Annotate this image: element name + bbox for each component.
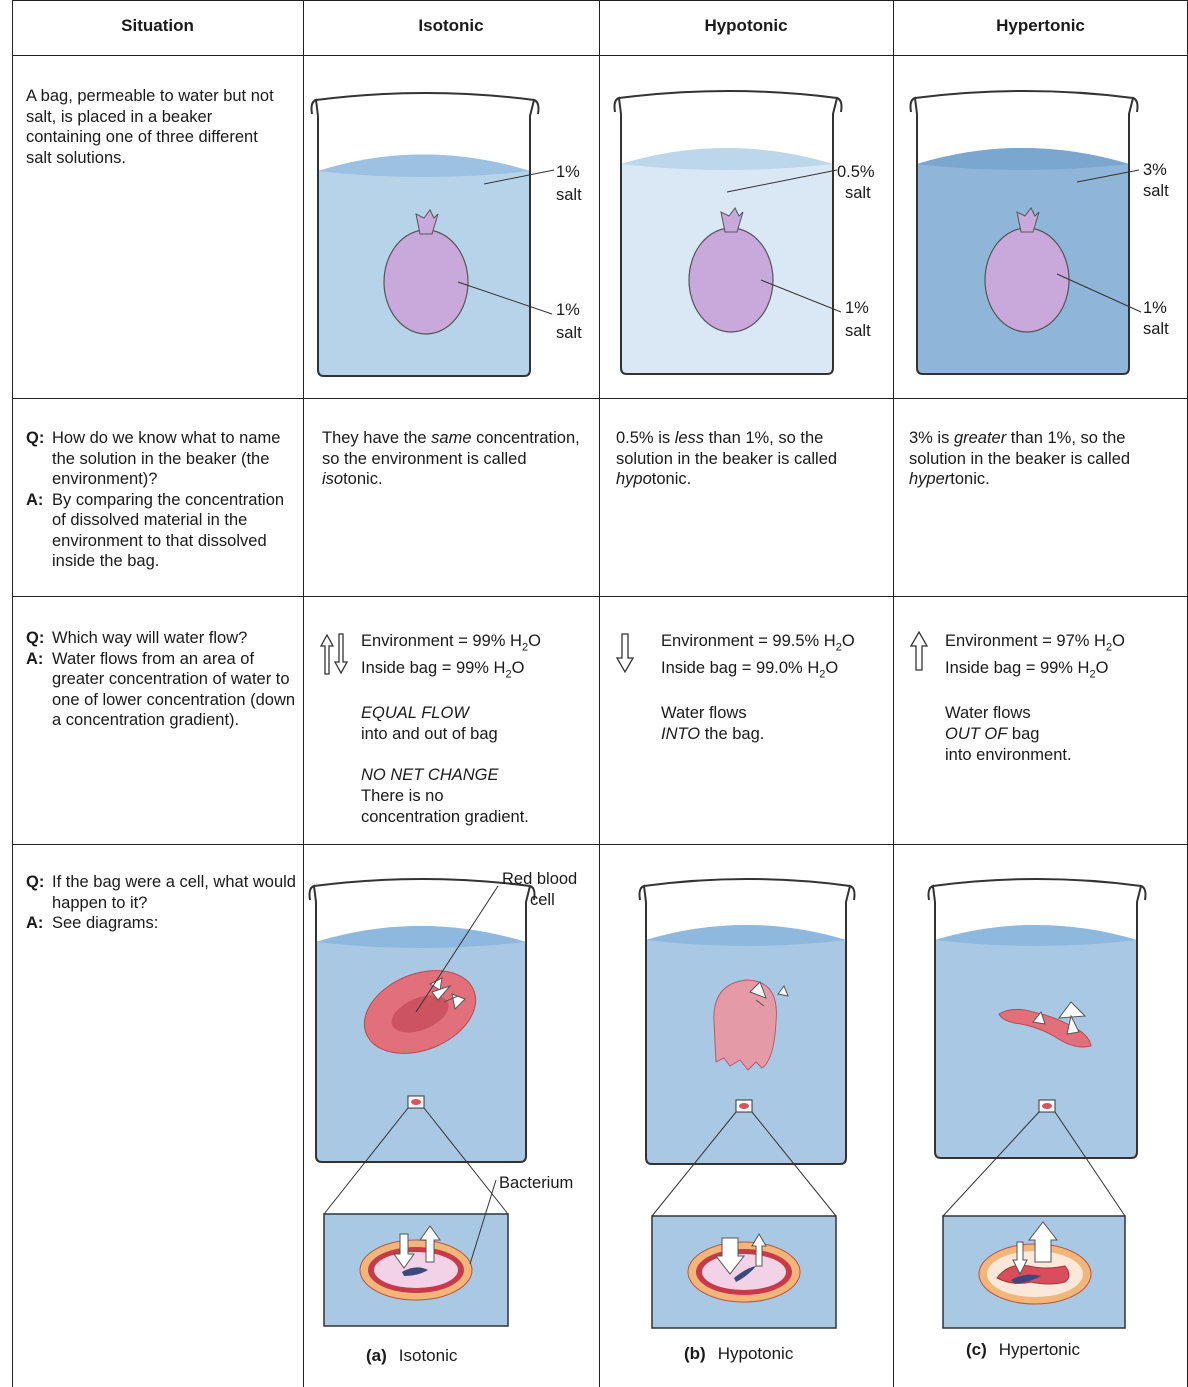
q-tag: Q: [26, 872, 52, 913]
naming-hypertonic: 3% is greater than 1%, so the solution i… [909, 428, 1171, 490]
grid-line [12, 844, 1188, 845]
question-cell: If the bag were a cell, what would happe… [52, 872, 296, 913]
question-naming: How do we know what to name the solution… [52, 428, 296, 490]
a-tag: A: [26, 490, 52, 572]
answer-naming: By comparing the concentration of dissol… [52, 490, 296, 572]
grid-line [12, 55, 1188, 56]
label-inside-unit: salt [556, 324, 582, 342]
label-inside: 1% [1143, 299, 1167, 317]
a-tag: A: [26, 913, 52, 934]
bag [985, 228, 1069, 332]
grid-line [12, 596, 1188, 597]
label-outside: 3% [1143, 161, 1167, 179]
panel-label-isotonic: (a)Isotonic [366, 1346, 457, 1366]
answer-water-flow: Water flows from an area of greater conc… [52, 649, 296, 731]
a-tag: A: [26, 649, 52, 731]
grid-line [12, 398, 1188, 399]
label-outside-unit: salt [1143, 182, 1169, 200]
naming-isotonic: They have the same concentration, so the… [322, 428, 584, 490]
cell-diagram-hypertonic [925, 862, 1175, 1337]
qa-cell: Q:If the bag were a cell, what would hap… [26, 872, 296, 934]
naming-hypotonic: 0.5% is less than 1%, so the solution in… [616, 428, 878, 490]
bag [384, 230, 468, 334]
beaker-hypertonic: 3% salt 1% salt [907, 94, 1187, 384]
beaker-hypotonic: 0.5% salt 1% salt [611, 94, 901, 384]
label-outside: 0.5% [837, 163, 875, 181]
label-inside-unit: salt [845, 322, 871, 340]
label-inside: 1% [845, 299, 869, 317]
label-outside-unit: salt [845, 184, 871, 202]
panel-label-hypotonic: (b)Hypotonic [684, 1344, 793, 1364]
header-isotonic: Isotonic [303, 16, 599, 36]
q-tag: Q: [26, 628, 52, 649]
grid-line [12, 0, 13, 1387]
header-hypotonic: Hypotonic [599, 16, 893, 36]
qa-water-flow: Q:Which way will water flow? A:Water flo… [26, 628, 296, 731]
swollen-red-blood-cell [714, 980, 777, 1070]
flow-isotonic: Environment = 99% H2O Inside bag = 99% H… [361, 631, 591, 828]
label-inside: 1% [556, 301, 580, 319]
q-tag: Q: [26, 428, 52, 490]
cell-diagram-hypotonic [628, 862, 878, 1337]
label-inside-unit: salt [1143, 320, 1169, 338]
flow-hypotonic: Environment = 99.5% H2O Inside bag = 99.… [661, 631, 891, 745]
bag [689, 228, 773, 332]
label-outside-unit: salt [556, 186, 582, 204]
qa-naming: Q:How do we know what to name the soluti… [26, 428, 296, 572]
bacterium-label: Bacterium [499, 1174, 573, 1192]
panel-label-hypertonic: (c)Hypertonic [966, 1340, 1080, 1360]
situation-description: A bag, permeable to water but not salt, … [26, 86, 288, 168]
answer-cell: See diagrams: [52, 913, 158, 934]
beaker-isotonic: 1% salt 1% salt [308, 96, 598, 386]
question-water-flow: Which way will water flow? [52, 628, 247, 649]
flow-hypertonic: Environment = 97% H2O Inside bag = 99% H… [945, 631, 1180, 766]
header-hypertonic: Hypertonic [893, 16, 1188, 36]
grid-line [12, 0, 1188, 1]
down-arrow-icon [614, 632, 636, 674]
label-outside: 1% [556, 163, 580, 181]
equal-flow-arrows-icon [318, 632, 350, 676]
header-situation: Situation [12, 16, 303, 36]
up-arrow-icon [908, 630, 930, 672]
